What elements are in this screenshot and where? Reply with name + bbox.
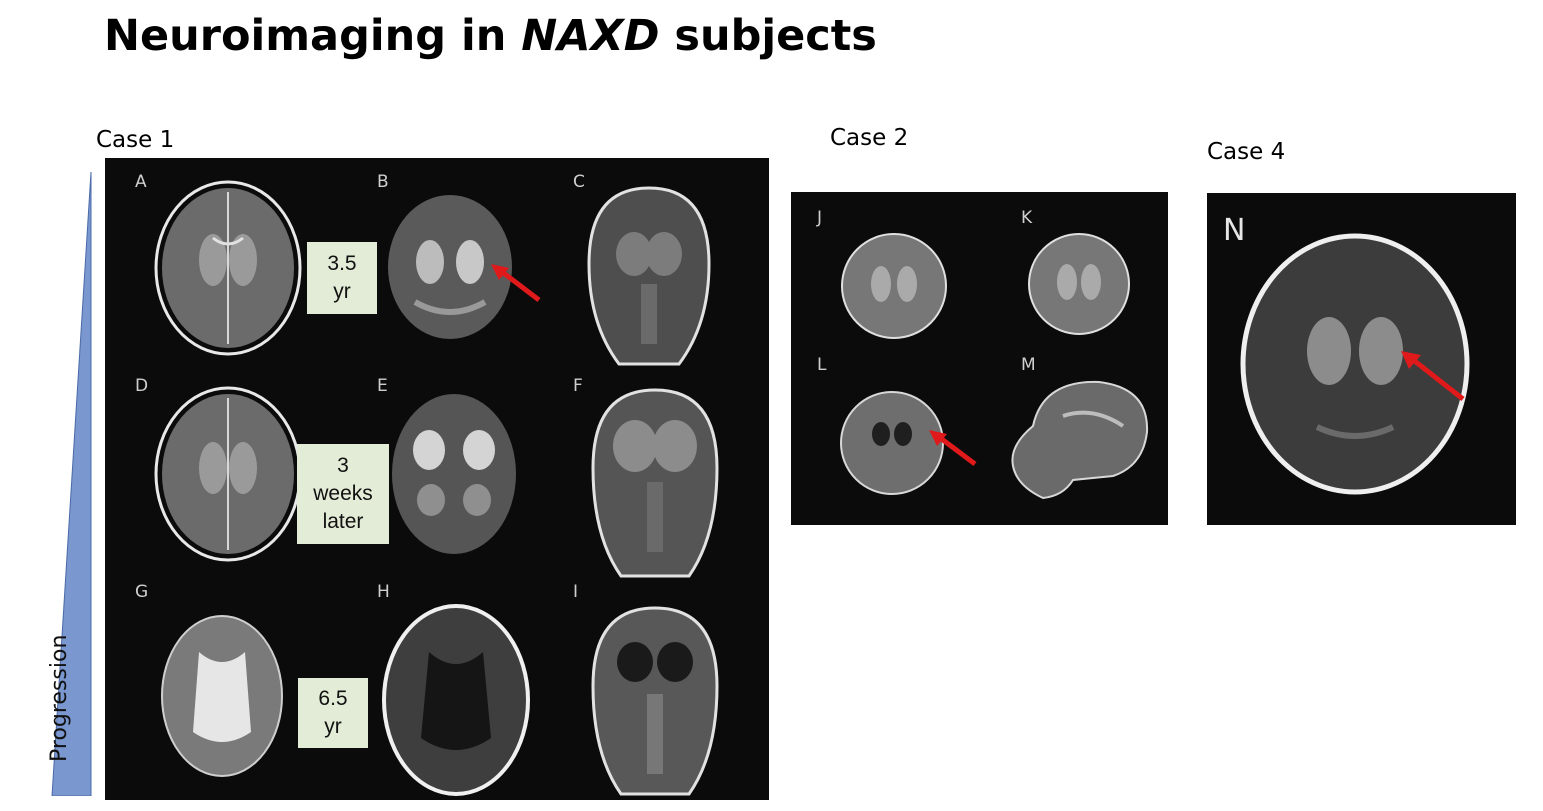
time-note-6-5-yr: 6.5 yr xyxy=(298,678,368,748)
mri-axial-scan-d xyxy=(154,386,302,562)
panel-letter-h: H xyxy=(377,582,390,602)
case1-label: Case 1 xyxy=(96,127,175,153)
time-note-3-weeks-later: 3 weeks later xyxy=(297,444,389,544)
title-main: Neuroimaging in xyxy=(104,11,522,61)
title-gene: NAXD xyxy=(521,11,660,61)
mri-axial-scan-n xyxy=(1240,233,1470,495)
case4-label: Case 4 xyxy=(1207,139,1286,165)
panel-letter-b: B xyxy=(377,172,389,192)
title-tail: subjects xyxy=(659,11,877,61)
panel-letter-i: I xyxy=(573,582,579,602)
panel-letter-g: G xyxy=(135,582,149,602)
panel-letter-n: N xyxy=(1223,213,1246,248)
panel-letter-k: K xyxy=(1021,208,1033,228)
case2-mri-panel: J K L M xyxy=(791,192,1168,525)
progression-label: Progression xyxy=(47,634,72,762)
mri-coronal-scan-f xyxy=(591,388,719,578)
mri-sagittal-scan-m xyxy=(1011,380,1149,500)
mri-axial-scan-j xyxy=(841,233,947,339)
panel-letter-a: A xyxy=(135,172,147,192)
panel-letter-j: J xyxy=(817,208,823,228)
mri-axial-scan-h xyxy=(382,604,530,796)
panel-letter-l: L xyxy=(817,355,827,375)
mri-coronal-scan-c xyxy=(587,186,711,366)
panel-letter-c: C xyxy=(573,172,585,192)
progression-triangle xyxy=(50,171,94,797)
red-arrow-icon xyxy=(491,264,541,302)
mri-axial-scan-l xyxy=(840,391,944,495)
mri-axial-scan-k xyxy=(1028,233,1130,335)
mri-dwi-scan-e xyxy=(392,394,516,554)
mri-axial-scan-a xyxy=(154,180,302,356)
mri-coronal-scan-i xyxy=(591,606,719,796)
time-note-3-5-yr: 3.5 yr xyxy=(307,242,377,314)
panel-letter-d: D xyxy=(135,376,149,396)
case4-mri-panel: N xyxy=(1207,193,1516,525)
case1-mri-panel: A B C D E F xyxy=(105,158,769,800)
panel-letter-e: E xyxy=(377,376,388,396)
case2-label: Case 2 xyxy=(830,125,909,151)
slide-title: Neuroimaging in NAXD subjects xyxy=(104,10,877,62)
panel-letter-m: M xyxy=(1021,355,1036,375)
mri-axial-scan-g xyxy=(161,615,283,777)
red-arrow-icon xyxy=(929,430,977,466)
panel-letter-f: F xyxy=(573,376,583,396)
mri-dwi-scan-b xyxy=(388,195,512,339)
red-arrow-icon xyxy=(1401,351,1465,401)
